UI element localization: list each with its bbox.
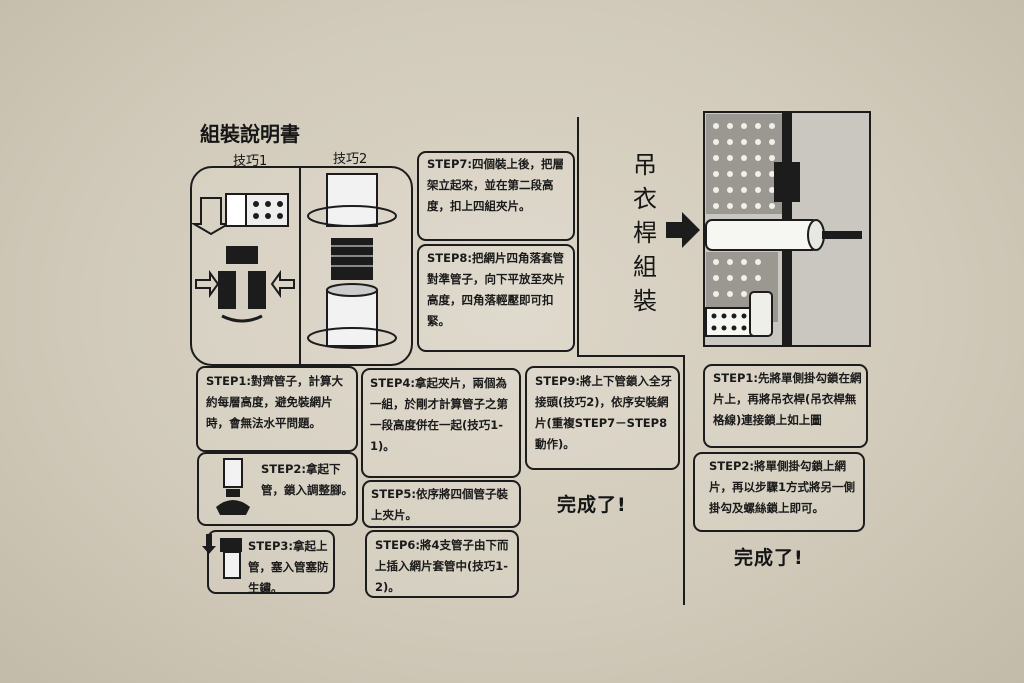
step2-text: STEP2:拿起下管，鎖入調整腳。 [261,462,353,497]
hanger-rod-photo [703,111,871,347]
manual-title: 組裝說明書 [200,122,300,146]
hanger-step1-text: STEP1:先將單側掛勾鎖在網片上，再將吊衣桿(吊衣桿無格線)連接鎖上如上圖 [713,371,862,427]
clip-illustration [190,193,295,323]
complete-label: 完成了! [557,494,627,516]
pipe-joint-illustration [307,173,397,349]
tip2-label: 技巧2 [333,152,368,167]
step7-text: STEP7:四個裝上後，把層架立起來，並在第二段高度，扣上四組夾片。 [427,157,565,213]
step5-text: STEP5:依序將四個管子裝上夾片。 [371,487,509,522]
step9-box [525,366,680,470]
step3-text: STEP3:拿起上管，塞入管塞防生鏽。 [248,539,329,595]
foot-illustration [216,458,250,515]
step6-box [365,530,519,598]
cap-illustration [202,534,242,579]
step1-text: STEP1:對齊管子，計算大約每層高度，避免裝網片時，會無法水平問題。 [206,374,344,430]
tip1-label: 技巧1 [233,154,268,169]
hanger-step2-text: STEP2:將單側掛勾鎖上網片，再以步驟1方式將另一側掛勾及螺絲鎖上即可。 [709,459,856,515]
step8-text: STEP8:把網片四角落套管對準管子，向下平放至夾片高度，四角落輕壓即可扣緊。 [427,251,565,328]
arrow-right-icon [666,212,700,248]
section-divider-step [577,355,684,357]
hanger-step1-box [703,364,868,448]
hanger-title: 吊衣桿組裝 [633,151,657,315]
hanger-step2-box [693,452,865,532]
tips-divider [299,168,301,364]
hanger-complete-label: 完成了! [734,547,804,569]
step5-box [362,480,521,528]
step1-box [196,366,358,452]
step8-box [417,244,575,352]
step7-box [417,151,575,241]
section-divider-bottom [683,355,685,605]
step9-text: STEP9:將上下管鎖入全牙接頭(技巧2)，依序安裝網片(重複STEP7－STE… [535,374,673,451]
step4-text: STEP4:拿起夾片，兩個為一組，於剛才計算管子之第一段高度併在一起(技巧1-1… [370,376,508,453]
step4-box [361,368,521,478]
step6-text: STEP6:將4支管子由下而上插入網片套管中(技巧1-2)。 [375,538,509,594]
section-divider-top [577,117,579,357]
